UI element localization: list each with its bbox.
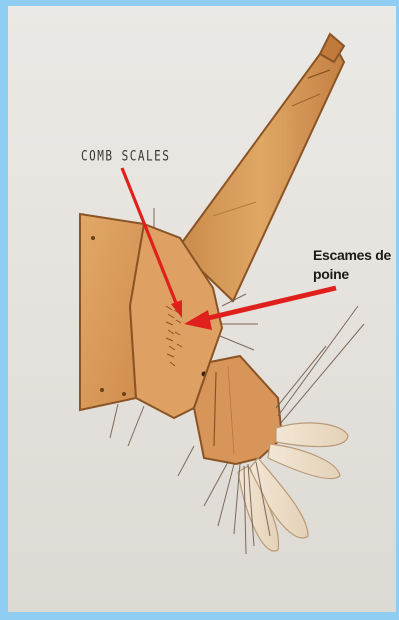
label-escamas-de-pente: Escames de poine	[313, 246, 396, 284]
label-comb-scales: COMB SCALES	[81, 148, 170, 164]
illustration-panel: COMB SCALES Escames de poine	[8, 6, 396, 612]
larva-illustration	[8, 6, 396, 612]
anal-segment	[194, 356, 282, 464]
